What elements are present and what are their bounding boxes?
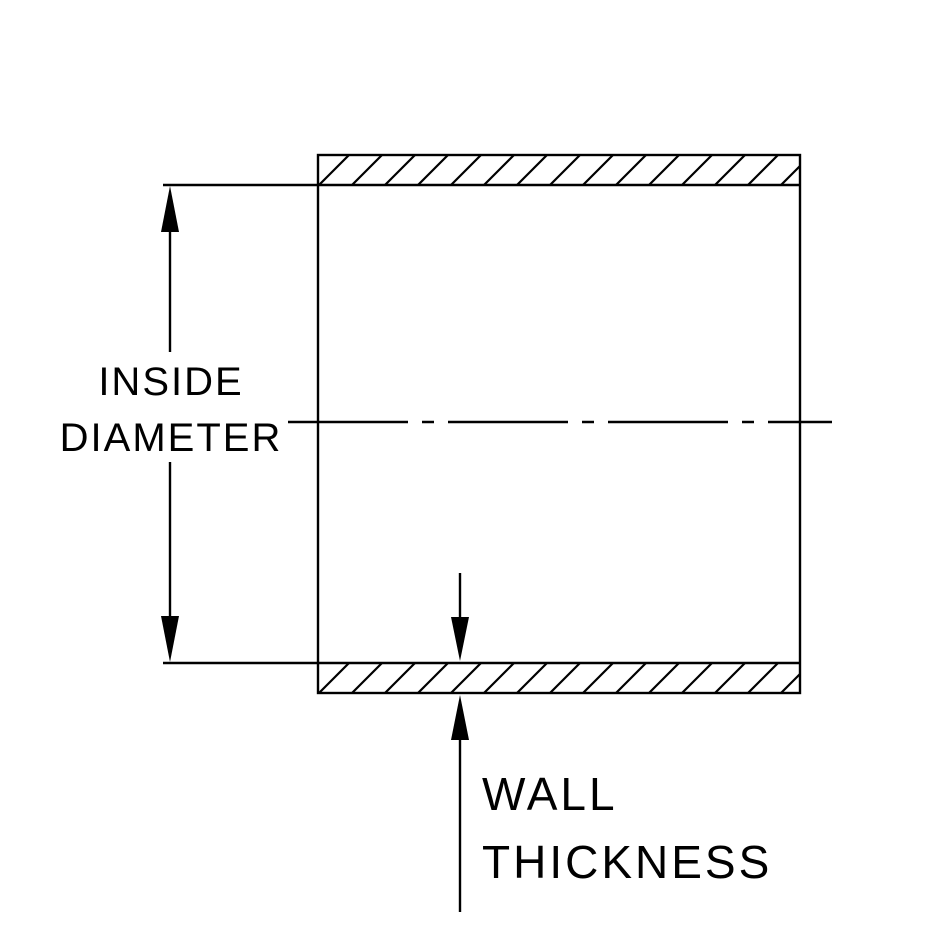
inside-diameter-label-line2: DIAMETER: [60, 416, 283, 460]
inside-diameter-label-line1: INSIDE: [98, 360, 243, 404]
arrow-down-icon: [161, 616, 179, 662]
wall-thickness-label-line2: THICKNESS: [482, 836, 772, 888]
wall-arrow-down-icon: [451, 617, 469, 661]
bottom-wall-hatching: [318, 663, 800, 693]
wall-thickness-label-line1: WALL: [482, 768, 618, 820]
tube-outline: [316, 153, 802, 695]
top-wall-hatching: [318, 155, 800, 185]
wall-arrow-up-icon: [451, 695, 469, 740]
arrow-up-icon: [161, 186, 179, 232]
